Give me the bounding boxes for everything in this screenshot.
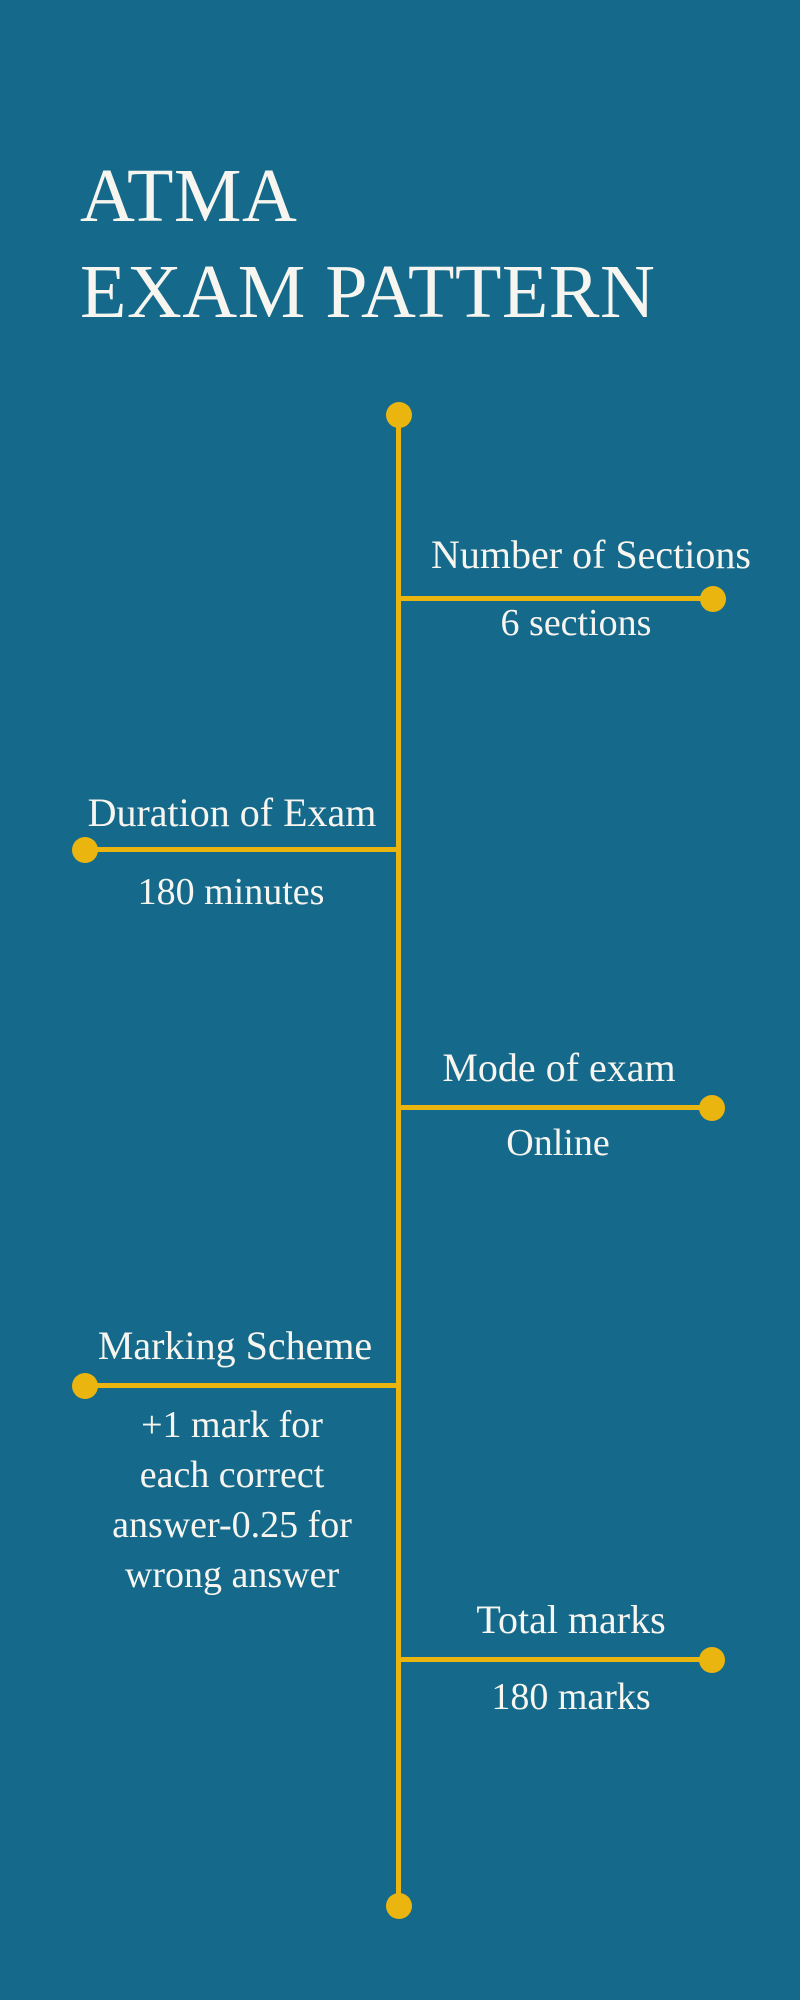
timeline-connector-line [399,596,713,601]
page-title: ATMA EXAM PATTERN [80,148,655,340]
timeline-item-value: Online [506,1122,610,1164]
timeline-connector-line [85,847,399,852]
timeline-connector-line [399,1105,712,1110]
timeline-item-label: Marking Scheme [97,1323,373,1368]
timeline-node-dot [700,586,726,612]
timeline-item-label: Total marks [476,1597,666,1642]
timeline-connector-line [85,1383,399,1388]
timeline-item-value: 180 minutes [137,871,325,913]
timeline-item-label: Mode of exam [442,1045,676,1090]
timeline-node-dot [72,837,98,863]
title-line-2: EXAM PATTERN [80,250,656,334]
timeline-node-dot [699,1095,725,1121]
timeline-connector-line [399,1657,712,1662]
timeline-item-label: Duration of Exam [87,790,377,835]
timeline-item-label: Number of Sections [431,532,751,577]
timeline-item-value: +1 mark for each correct answer-0.25 for… [112,1404,352,1596]
title-line-1: ATMA [80,154,298,238]
timeline-node-dot [72,1373,98,1399]
timeline-spine [396,415,401,1906]
timeline-item-value: 180 marks [491,1676,651,1718]
timeline-item-value: 6 sections [500,602,652,644]
timeline-end-dot [386,1893,412,1919]
timeline-node-dot [699,1647,725,1673]
timeline-start-dot [386,402,412,428]
